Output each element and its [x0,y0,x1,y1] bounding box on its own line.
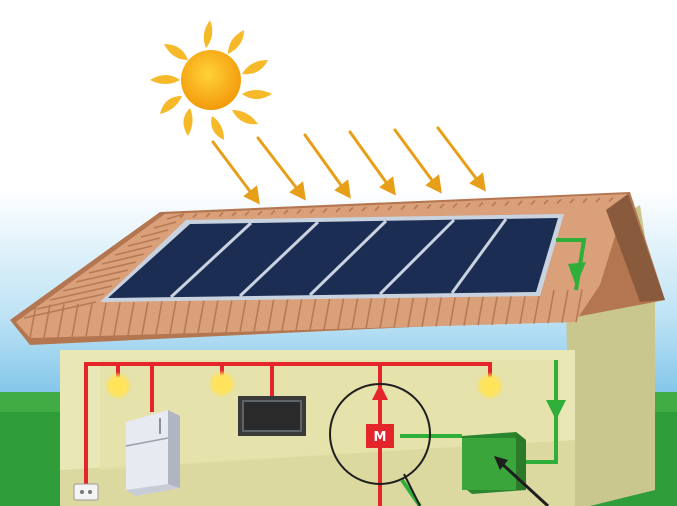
solar-panel-icon [100,214,564,302]
house-floor [60,440,575,506]
dc-arrow-wall [546,400,566,420]
meter-label: M [374,430,387,445]
wall-socket-icon [73,483,99,501]
meter-pointer-line [403,473,421,506]
meter-icon: M [329,383,431,485]
inverter-box-icon [462,432,526,494]
inverter-pointer-head [494,456,508,470]
sun-icon [150,20,272,140]
refrigerator-icon [125,410,180,496]
light-bulb-icon [104,370,504,400]
ac-arrow-up [372,384,388,400]
inverter-pointer-line [498,460,550,506]
television-icon [238,396,306,436]
dc-arrow-roof [568,262,586,286]
sunlight-beams [211,126,486,205]
